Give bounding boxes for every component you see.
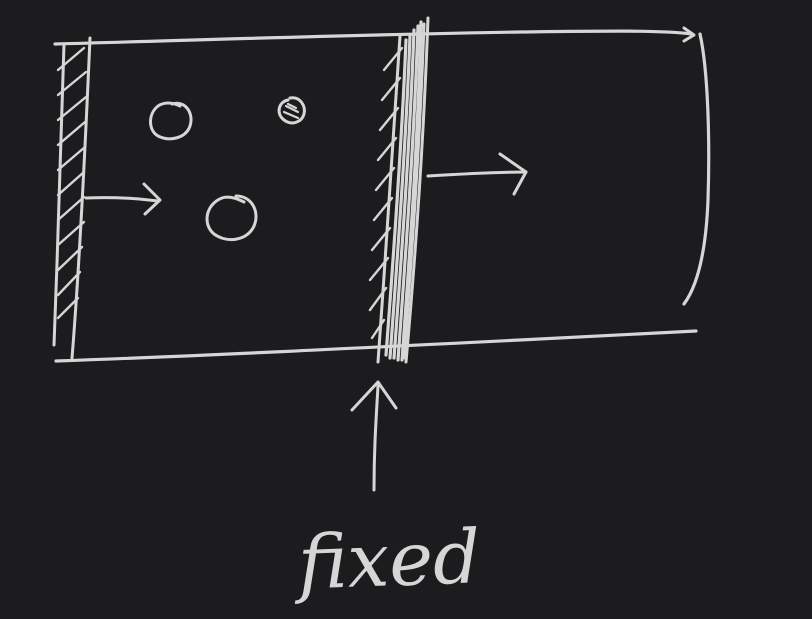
right-arrow-head [498,152,528,196]
partition-dense-shading [384,20,426,362]
box-top-edge [53,29,694,46]
partition-left-line [376,34,402,364]
pointer-arrow [350,380,398,492]
partition-hatching [368,46,404,340]
right-push-arrow [426,152,528,196]
left-arrow-shaft [84,196,160,203]
left-wall-inner-line [70,36,92,360]
pointer-arrow-shaft [372,384,380,492]
pointer-arrow-head [350,380,398,412]
fixed-label: fixed [292,514,482,606]
gas-particles [149,96,306,242]
fixed-partition-wall [368,16,430,364]
left-arrow-head [142,182,162,216]
box-bottom-edge [54,329,698,363]
box-top-arrowhead [682,26,696,43]
left-wall-hatching [56,46,88,320]
right-arrow-shaft [426,170,528,178]
container-box [53,26,711,363]
left-push-arrow [84,182,162,216]
particle-1 [149,101,193,141]
partition-right-line [404,16,430,364]
particle-3 [205,194,258,242]
particle-2 [277,96,306,125]
particle-2-fill-scribble [282,102,300,120]
left-wall-outer-line [52,42,66,347]
left-piston-wall [52,36,92,360]
box-right-edge [682,32,711,306]
